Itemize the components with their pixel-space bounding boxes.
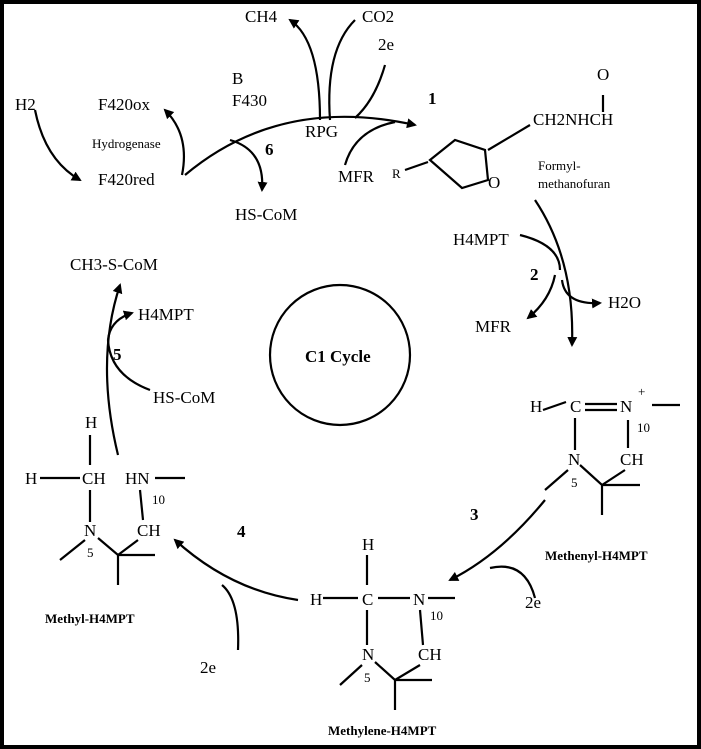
svg-text:5: 5 <box>87 545 94 560</box>
side-chain: CH2NHCH <box>533 110 613 129</box>
center-circle <box>268 283 412 427</box>
formylmethanofuran-label-1: Formyl- <box>538 158 581 173</box>
svg-text:H: H <box>530 397 542 416</box>
svg-text:CH: CH <box>82 469 106 488</box>
hscom-in-label: HS-CoM <box>153 388 215 407</box>
hydrogenase-label: Hydrogenase <box>92 136 161 151</box>
svg-text:N: N <box>568 450 580 469</box>
formylmethanofuran-label-2: methanofuran <box>538 176 611 191</box>
svg-text:10: 10 <box>152 492 165 507</box>
f430-label: F430 <box>232 91 267 110</box>
ch4-label: CH4 <box>245 7 278 26</box>
h4mpt-out-label: H4MPT <box>138 305 194 324</box>
mfr-in-label: MFR <box>338 167 375 186</box>
arrow-f420ox <box>163 108 186 176</box>
2e-label-step3: 2e <box>525 593 541 612</box>
arrow-step6-to-1 <box>184 115 417 176</box>
2e-label-step1: 2e <box>378 35 394 54</box>
carbonyl-oxygen: O <box>597 65 609 84</box>
arrow-h2o-out <box>560 279 602 309</box>
arrow-h4mpt-in <box>519 233 562 271</box>
svg-text:HN: HN <box>125 469 150 488</box>
h2-label: H2 <box>15 95 36 114</box>
arrow-2e-step3 <box>489 565 537 599</box>
svg-text:H: H <box>310 590 322 609</box>
svg-text:CH: CH <box>137 521 161 540</box>
svg-text:N: N <box>362 645 374 664</box>
step-4: 4 <box>237 522 246 541</box>
h2o-label: H2O <box>608 293 641 312</box>
2e-label-step4: 2e <box>200 658 216 677</box>
f420ox-label: F420ox <box>98 95 150 114</box>
arrow-2e-in <box>354 64 387 119</box>
hscom-out-label: HS-CoM <box>235 205 297 224</box>
f420red-label: F420red <box>98 170 155 189</box>
step-1: 1 <box>428 89 437 108</box>
methylene-h4mpt-structure: H H C N 10 N CH 5 <box>310 535 455 710</box>
svg-text:N: N <box>413 590 425 609</box>
arrow-hscom-out <box>229 138 268 192</box>
svg-text:CH: CH <box>418 645 442 664</box>
r-group: R <box>392 166 401 181</box>
formylmethanofuran-structure: R O CH2NHCH O <box>392 65 613 192</box>
step-3: 3 <box>470 505 479 524</box>
svg-text:10: 10 <box>430 608 443 623</box>
svg-text:10: 10 <box>637 420 650 435</box>
ch3-s-com-label: CH3-S-CoM <box>70 255 158 274</box>
svg-text:H: H <box>362 535 374 554</box>
arrow-mfr-out <box>526 274 557 320</box>
svg-text:CH: CH <box>620 450 644 469</box>
mfr-out-label: MFR <box>475 317 512 336</box>
arrow-step2 <box>534 199 578 347</box>
svg-text:+: + <box>638 384 645 399</box>
methyl-h4mpt-label: Methyl-H4MPT <box>45 611 135 626</box>
svg-text:C: C <box>570 397 581 416</box>
svg-text:5: 5 <box>571 475 578 490</box>
methyl-h4mpt-structure: H H CH HN 10 N CH 5 <box>25 413 185 585</box>
svg-text:5: 5 <box>364 670 371 685</box>
arrow-co2-in <box>328 19 356 121</box>
svg-text:H: H <box>25 469 37 488</box>
center-label: C1 Cycle <box>305 347 371 366</box>
methylene-h4mpt-label: Methylene-H4MPT <box>328 723 437 738</box>
arrow-2e-step4 <box>221 584 240 651</box>
arrow-step4 <box>173 538 299 602</box>
ring-oxygen: O <box>488 173 500 192</box>
arrow-mfr-in <box>343 120 396 166</box>
step-5: 5 <box>113 345 122 364</box>
methenyl-h4mpt-label: Methenyl-H4MPT <box>545 548 648 563</box>
step-2: 2 <box>530 265 539 284</box>
background <box>4 4 697 745</box>
svg-text:N: N <box>84 521 96 540</box>
arrow-step5 <box>105 283 123 456</box>
co2-label: CO2 <box>362 7 394 26</box>
svg-text:N: N <box>620 397 632 416</box>
arrow-h4mpt-out <box>106 310 134 341</box>
arrow-step3 <box>448 499 546 581</box>
b-label: B <box>232 69 243 88</box>
methenyl-h4mpt-structure: H C N + N CH 10 5 <box>530 384 680 515</box>
step-6: 6 <box>265 140 274 159</box>
rpg-label: RPG <box>305 122 338 141</box>
svg-text:H: H <box>85 413 97 432</box>
arrow-ch4-out <box>288 18 322 121</box>
svg-text:C: C <box>362 590 373 609</box>
h4mpt-in-label: H4MPT <box>453 230 509 249</box>
arrow-h2-f420red <box>33 109 82 181</box>
arrow-hscom-in <box>106 339 151 392</box>
